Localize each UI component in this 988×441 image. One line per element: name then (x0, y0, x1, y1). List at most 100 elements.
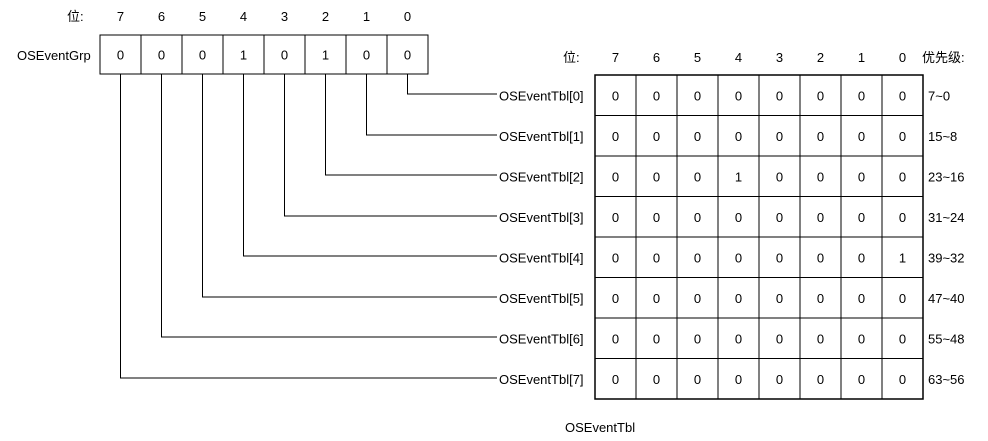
tbl-cell (881, 196, 924, 238)
tbl-cell (840, 115, 883, 157)
tbl-row-priority: 55~48 (928, 331, 965, 346)
tbl-cell (758, 317, 801, 359)
grp-bit-number: 4 (240, 9, 247, 24)
tbl-cell (840, 155, 883, 197)
connector-line (161, 74, 497, 338)
tbl-cell (799, 236, 842, 278)
tbl-cell-value: 0 (817, 250, 824, 265)
tbl-bit-number: 1 (858, 50, 865, 65)
connector-line (284, 74, 497, 217)
tbl-bit-number: 2 (817, 50, 824, 65)
tbl-cell (799, 277, 842, 319)
tbl-cell-value: 0 (612, 331, 619, 346)
tbl-cell-value: 0 (653, 210, 660, 225)
tbl-cell (676, 317, 719, 359)
tbl-border (594, 74, 924, 400)
tbl-cell-value: 0 (776, 210, 783, 225)
tbl-cell (635, 74, 678, 116)
tbl-row-priority: 31~24 (928, 210, 965, 225)
tbl-cell (717, 155, 760, 197)
grp-cell (304, 34, 347, 75)
tbl-cell (799, 115, 842, 157)
tbl-bit-number: 7 (612, 50, 619, 65)
tbl-cell-value: 0 (899, 88, 906, 103)
tbl-cell-value: 0 (653, 250, 660, 265)
tbl-cell-value: 0 (735, 291, 742, 306)
priority-header: 优先级: (922, 50, 965, 65)
tbl-cell-value: 0 (653, 169, 660, 184)
tbl-bit-number: 5 (694, 50, 701, 65)
tbl-cell (594, 277, 637, 319)
connector-line (243, 74, 497, 257)
tbl-cell (881, 277, 924, 319)
tbl-cell-value: 0 (899, 331, 906, 346)
tbl-cell-value: 0 (776, 372, 783, 387)
tbl-cell-value: 0 (612, 88, 619, 103)
tbl-cell-value: 0 (899, 169, 906, 184)
tbl-bit-number: 4 (735, 50, 742, 65)
tbl-cell (840, 277, 883, 319)
tbl-cell (676, 115, 719, 157)
grp-cell-value: 0 (404, 48, 411, 63)
grp-bit-number: 7 (117, 9, 124, 24)
tbl-cell-value: 0 (858, 88, 865, 103)
tbl-cell-value: 0 (694, 331, 701, 346)
tbl-cell-value: 0 (694, 291, 701, 306)
tbl-cell-value: 0 (694, 210, 701, 225)
tbl-cell (881, 317, 924, 359)
tbl-cell-value: 0 (817, 88, 824, 103)
tbl-bit-number: 6 (653, 50, 660, 65)
tbl-cell-value: 0 (858, 250, 865, 265)
tbl-cell-value: 0 (694, 88, 701, 103)
tbl-cell-value: 0 (612, 210, 619, 225)
tbl-cell (717, 358, 760, 400)
tbl-cell-value: 0 (858, 169, 865, 184)
tbl-cell-value: 0 (612, 169, 619, 184)
tbl-cell-value: 0 (776, 88, 783, 103)
tbl-cell-value: 0 (653, 291, 660, 306)
tbl-cell (758, 358, 801, 400)
connector-line (366, 74, 497, 136)
tbl-cell (717, 115, 760, 157)
grp-cell-value: 1 (322, 48, 329, 63)
grp-cell (386, 34, 429, 75)
tbl-cell-value: 0 (899, 372, 906, 387)
tbl-row-priority: 47~40 (928, 291, 965, 306)
tbl-cell-value: 0 (735, 331, 742, 346)
tbl-row-label: OSEventTbl[3] (499, 210, 584, 225)
tbl-cell (881, 236, 924, 278)
tbl-cell-value: 0 (653, 331, 660, 346)
tbl-cell-value: 0 (858, 331, 865, 346)
tbl-bit-number: 3 (776, 50, 783, 65)
connector-line (407, 74, 497, 95)
tbl-cell-value: 1 (899, 250, 906, 265)
tbl-row-label: OSEventTbl[0] (499, 88, 584, 103)
tbl-bit-numbers: 7 6 5 4 3 2 1 0 (612, 50, 906, 65)
grp-cell-value: 0 (281, 48, 288, 63)
grp-cell-value: 0 (363, 48, 370, 63)
tbl-row-priority: 15~8 (928, 129, 957, 144)
tbl-bit-header-label: 位: (563, 50, 580, 65)
tbl-cell-value: 0 (653, 372, 660, 387)
tbl-cell (676, 358, 719, 400)
tbl-cell (717, 74, 760, 116)
tbl-cell (799, 358, 842, 400)
tbl-cell (717, 196, 760, 238)
tbl-cell-value: 0 (694, 250, 701, 265)
tbl-cell-value: 0 (653, 88, 660, 103)
tbl-cell (881, 358, 924, 400)
tbl-row-label: OSEventTbl[6] (499, 331, 584, 346)
tbl-row-priority: 63~56 (928, 372, 965, 387)
tbl-cell (676, 277, 719, 319)
tbl-cell (676, 236, 719, 278)
tbl-cell-value: 0 (899, 129, 906, 144)
tbl-row-priority: 7~0 (928, 88, 950, 103)
tbl-row-priority: 39~32 (928, 250, 965, 265)
tbl-cell-value: 0 (612, 129, 619, 144)
grp-bit-number: 3 (281, 9, 288, 24)
tbl-bit-number: 0 (899, 50, 906, 65)
